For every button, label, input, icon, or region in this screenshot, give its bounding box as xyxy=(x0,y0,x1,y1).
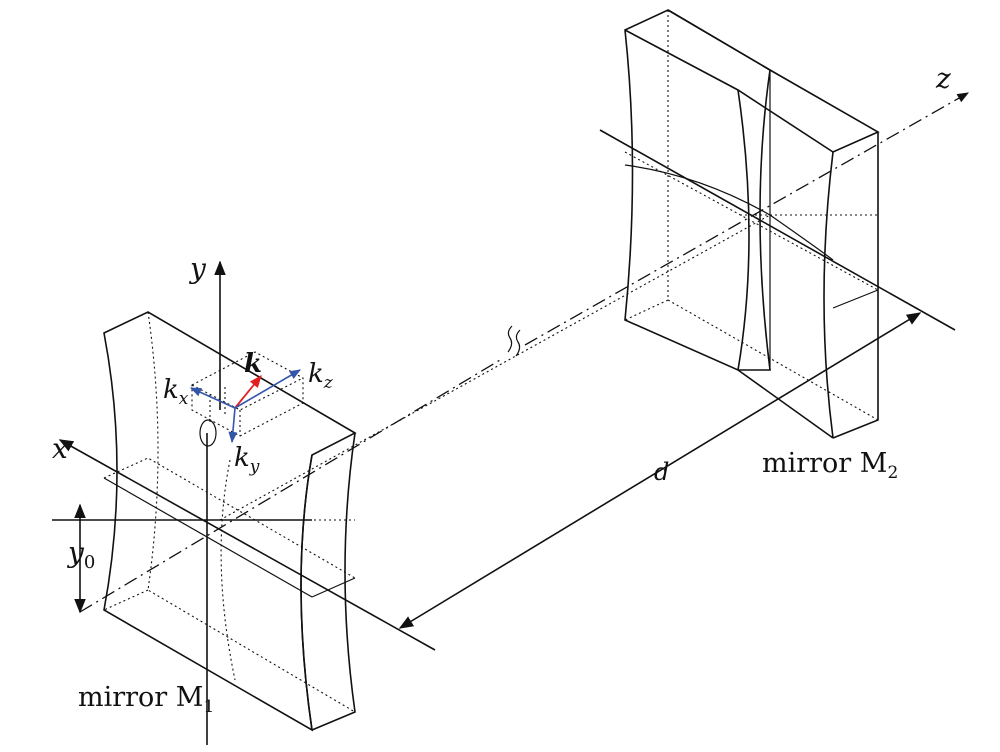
label-ky: ky xyxy=(234,443,260,477)
label-d: d xyxy=(654,458,669,486)
z-axis xyxy=(79,359,501,613)
label-y-axis: y xyxy=(188,252,207,285)
label-y0: y0 xyxy=(66,536,95,573)
label-kx: kx xyxy=(163,375,189,409)
kx-vector-arrow xyxy=(189,387,236,409)
label-x-axis: x xyxy=(52,432,68,465)
distance-arrow xyxy=(398,312,922,629)
z-axis-far xyxy=(524,92,970,346)
label-z-axis: z xyxy=(935,62,951,95)
label-mirror-m1: mirror M1 xyxy=(78,682,214,717)
kz-vector-arrow xyxy=(234,369,301,409)
label-k: k xyxy=(244,349,262,379)
m1-to-m2-diagonal xyxy=(219,214,771,521)
wave-vector-box xyxy=(191,351,304,447)
label-kz: kz xyxy=(308,359,334,393)
axis-break xyxy=(507,325,521,357)
mirror-m2 xyxy=(624,9,880,439)
ky-vector-arrow xyxy=(228,407,238,444)
label-mirror-m2: mirror M2 xyxy=(762,448,898,483)
x-axis xyxy=(58,439,436,651)
k-vector-arrow xyxy=(234,375,262,409)
x-axis-m2 xyxy=(599,129,956,331)
